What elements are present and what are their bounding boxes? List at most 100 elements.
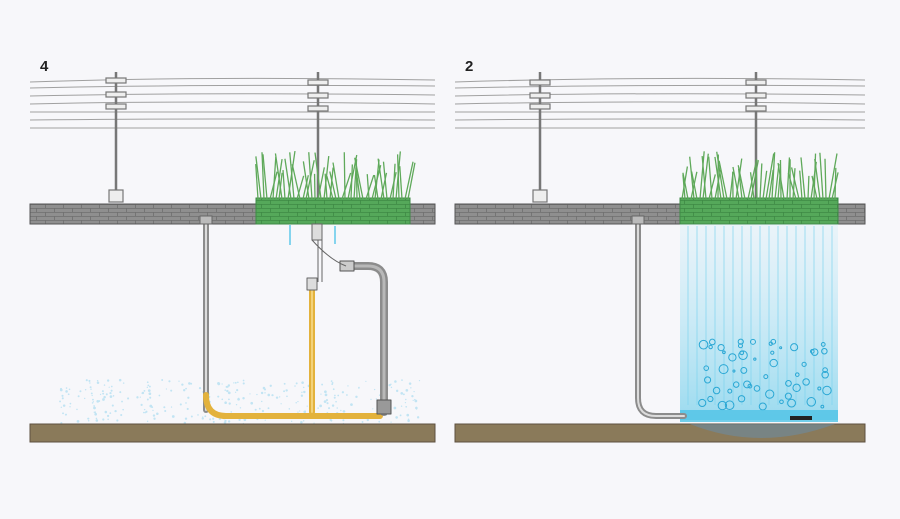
mist-dot — [416, 408, 417, 409]
mist-dot — [391, 387, 392, 388]
mist-dot — [109, 387, 110, 388]
mist-dot — [326, 399, 328, 401]
mist-dot — [331, 383, 333, 385]
mist-dot — [286, 395, 288, 397]
mist-dot — [88, 420, 90, 422]
mist-dot — [96, 400, 99, 403]
mist-dot — [96, 419, 99, 422]
mist-dot — [122, 409, 124, 411]
mist-dot — [161, 379, 163, 381]
mist-dot — [263, 387, 266, 390]
mist-dot — [327, 402, 329, 404]
mist-dot — [144, 390, 146, 392]
mist-dot — [212, 418, 214, 420]
mist-dot — [328, 407, 330, 409]
mist-dot — [63, 404, 66, 407]
mist-dot — [143, 412, 145, 414]
mist-dot — [159, 395, 161, 397]
mist-dot — [199, 387, 201, 389]
mist-dot — [153, 418, 155, 420]
mist-dot — [91, 392, 93, 394]
mist-dot — [111, 386, 113, 388]
mist-dot — [406, 389, 409, 392]
mist-dot — [93, 401, 94, 402]
mist-dot — [325, 394, 328, 397]
mist-dot — [224, 389, 226, 391]
mist-dot — [180, 403, 182, 405]
mist-dot — [376, 398, 377, 399]
mist-dot — [313, 422, 314, 423]
mist-dot — [303, 387, 305, 389]
mist-dot — [147, 385, 149, 387]
mist-dot — [388, 384, 390, 386]
mist-dot — [303, 410, 306, 413]
mist-dot — [147, 398, 149, 400]
mist-dot — [168, 380, 170, 382]
mist-dot — [61, 407, 62, 408]
mist-dot — [378, 421, 380, 423]
mist-dot — [69, 389, 71, 391]
mist-dot — [331, 380, 333, 382]
mist-dot — [147, 387, 148, 388]
mist-dot — [295, 402, 296, 403]
mist-dot — [105, 411, 108, 414]
utility-pole-1 — [106, 72, 126, 202]
mist-dot — [97, 380, 98, 381]
mist-dot — [149, 386, 151, 388]
mist-dot — [294, 385, 296, 387]
mist-dot — [230, 411, 232, 413]
mist-dot — [267, 394, 270, 397]
overhead-wires — [455, 78, 865, 128]
mist-dot — [280, 403, 281, 404]
mist-dot — [390, 421, 391, 422]
mist-dot — [362, 421, 364, 423]
mist-dot — [347, 385, 348, 386]
mist-dot — [365, 381, 366, 382]
mist-dot — [240, 407, 241, 408]
grass-blade — [398, 154, 399, 199]
mist-dot — [69, 406, 70, 407]
mist-dot — [233, 382, 234, 383]
mist-dot — [197, 414, 199, 416]
mist-dot — [113, 395, 115, 397]
grass-blade — [787, 157, 789, 199]
mist-dot — [140, 397, 141, 398]
mist-dot — [343, 410, 346, 413]
mist-dot — [299, 410, 300, 411]
mist-dot — [149, 405, 152, 408]
mist-dot — [121, 401, 123, 403]
mist-dot — [265, 420, 266, 421]
mist-dot — [190, 383, 192, 385]
mist-dot — [228, 398, 230, 400]
mist-dot — [93, 407, 96, 410]
mist-dot — [271, 394, 273, 396]
mist-dot — [329, 419, 331, 421]
mist-dot — [92, 399, 94, 401]
mist-dot — [68, 393, 70, 395]
mist-dot — [59, 400, 61, 402]
mist-dot — [301, 395, 303, 397]
mist-dot — [85, 389, 86, 390]
mist-dot — [400, 392, 403, 395]
mist-dot — [279, 396, 280, 397]
mist-dot — [148, 389, 151, 392]
mist-dot — [224, 420, 226, 422]
mist-dot — [346, 394, 348, 396]
mist-dot — [332, 404, 334, 406]
right-panel — [455, 72, 865, 442]
mist-dot — [336, 407, 338, 409]
wire-lines — [312, 224, 346, 282]
mist-dot — [370, 399, 371, 400]
mist-dot — [107, 379, 109, 381]
mist-dot — [185, 402, 187, 404]
grass-blade — [756, 166, 757, 199]
mist-dot — [88, 380, 90, 382]
mist-dot — [301, 381, 304, 384]
mist-dot — [102, 393, 104, 395]
mist-dot — [358, 387, 360, 389]
mist-dot — [102, 418, 104, 420]
mist-dot — [350, 403, 353, 406]
mist-dot — [255, 409, 257, 411]
